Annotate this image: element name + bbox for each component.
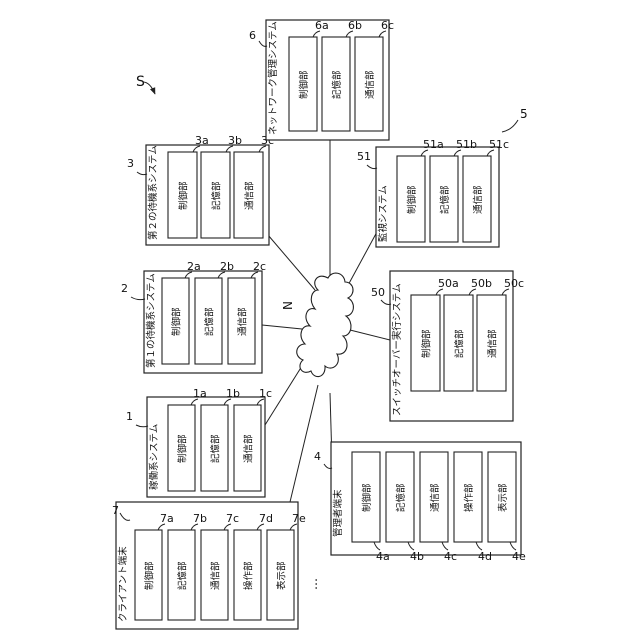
network-cloud: [297, 273, 354, 377]
unit-ref-2a: 2a: [187, 260, 201, 273]
system-client: クライアント端末 7 制御部 7a 記憶部 7b 通信部 7c 操作部 7d 表示部 7e: [112, 502, 306, 629]
system-title-admin: 管理者端末: [332, 489, 344, 537]
unit-ref-1b: 1b: [226, 387, 240, 400]
link-sb2: [268, 235, 315, 290]
unit-ref-7e: 7e: [292, 512, 306, 525]
unit-label-4b: 記憶部: [395, 483, 407, 512]
system-op: 稼働系システム 1 制御部 1a 記憶部 1b 通信部 1c: [126, 387, 272, 497]
unit-ref-6c: 6c: [381, 19, 394, 32]
unit-ref-1c: 1c: [259, 387, 272, 400]
system-sb1: 第１の待機系システム 2 制御部 2a 記憶部 2b 通信部 2c: [121, 260, 266, 373]
unit-label-4c: 通信部: [429, 483, 441, 512]
unit-ref-3a: 3a: [195, 134, 209, 147]
unit-label-51a: 制御部: [406, 185, 418, 214]
unit-ref-4a: 4a: [376, 550, 390, 563]
system-netmgmt: ネットワーク管理システム 6 制御部 6a 記憶部 6b 通信部 6c: [249, 19, 394, 140]
link-client: [290, 385, 318, 502]
unit-label-51c: 通信部: [472, 185, 484, 214]
unit-label-7d: 操作部: [243, 561, 255, 590]
system-title-sb2: 第２の待機系システム: [147, 145, 159, 240]
unit-ref-50a: 50a: [438, 277, 459, 290]
system-title-monitor: 監視システム: [377, 185, 389, 242]
ellipsis: …: [306, 578, 320, 590]
system-number-admin: 4: [314, 450, 321, 463]
system-title-client: クライアント端末: [117, 546, 129, 622]
unit-label-50b: 記憶部: [454, 329, 466, 358]
group-label: 5: [520, 107, 528, 121]
unit-ref-51c: 51c: [489, 138, 509, 151]
unit-label-1b: 記憶部: [210, 434, 222, 463]
system-title-switchover: スイッチオーバー実行システム: [391, 283, 403, 416]
unit-label-3c: 通信部: [244, 181, 256, 210]
unit-ref-4e: 4e: [512, 550, 526, 563]
unit-ref-7a: 7a: [160, 512, 174, 525]
unit-ref-2b: 2b: [220, 260, 234, 273]
unit-label-7e: 表示部: [276, 561, 288, 590]
system-number-switchover: 50: [371, 286, 385, 299]
unit-label-2b: 記憶部: [204, 307, 216, 336]
unit-label-50a: 制御部: [421, 329, 433, 358]
system-sb2: 第２の待機系システム3制御部3a記憶部3b通信部3c: [127, 134, 274, 245]
unit-label-7c: 通信部: [210, 561, 222, 590]
system-monitor: 監視システム 51 制御部 51a 記憶部 51b 通信部 51c: [357, 138, 509, 247]
unit-ref-51b: 51b: [456, 138, 477, 151]
unit-label-4d: 操作部: [463, 483, 475, 512]
unit-ref-4b: 4b: [410, 550, 424, 563]
system-number-leader-sb1: [131, 297, 145, 300]
network-label: N: [281, 301, 295, 310]
unit-ref-7b: 7b: [193, 512, 207, 525]
system-number-op: 1: [126, 410, 133, 423]
system-number-leader-op: [136, 425, 148, 427]
unit-label-1a: 制御部: [177, 434, 189, 463]
link-switchover: [350, 330, 390, 340]
unit-label-4e: 表示部: [497, 483, 509, 512]
system-title-op: 稼働系システム: [148, 424, 160, 490]
unit-ref-4d: 4d: [478, 550, 492, 563]
system-number-sb1: 2: [121, 282, 128, 295]
unit-label-6c: 通信部: [364, 70, 376, 99]
unit-label-7b: 記憶部: [177, 561, 189, 590]
unit-label-1c: 通信部: [243, 434, 255, 463]
unit-ref-3b: 3b: [228, 134, 242, 147]
unit-label-2a: 制御部: [171, 307, 183, 336]
unit-label-3a: 制御部: [178, 181, 190, 210]
unit-ref-50b: 50b: [471, 277, 492, 290]
unit-label-3b: 記憶部: [211, 181, 223, 210]
unit-label-2c: 通信部: [237, 307, 249, 336]
system-title-sb1: 第１の待機系システム: [145, 273, 157, 368]
unit-ref-2c: 2c: [253, 260, 266, 273]
unit-ref-6b: 6b: [348, 19, 362, 32]
system-title-netmgmt: ネットワーク管理システム: [267, 21, 279, 135]
system-number-monitor: 51: [357, 150, 371, 163]
unit-label-7a: 制御部: [144, 561, 156, 590]
unit-label-4a: 制御部: [361, 483, 373, 512]
unit-ref-7c: 7c: [226, 512, 239, 525]
unit-label-6b: 記憶部: [331, 70, 343, 99]
system-admin: 管理者端末 4 制御部 4a 記憶部 4b 通信部 4c 操作部 4d 表示部 4e: [314, 442, 526, 563]
unit-ref-4c: 4c: [444, 550, 457, 563]
unit-ref-1a: 1a: [193, 387, 207, 400]
unit-ref-6a: 6a: [315, 19, 329, 32]
group-label-leader: [502, 120, 518, 132]
unit-label-6a: 制御部: [298, 70, 310, 99]
unit-label-51b: 記憶部: [439, 185, 451, 214]
unit-label-50c: 通信部: [487, 329, 499, 358]
unit-ref-50c: 50c: [504, 277, 524, 290]
unit-ref-51a: 51a: [423, 138, 444, 151]
system-switchover: スイッチオーバー実行システム 50 制御部 50a 記憶部 50b 通信部 50c: [371, 271, 524, 421]
system-number-netmgmt: 6: [249, 29, 256, 42]
unit-ref-7d: 7d: [259, 512, 273, 525]
system-number-client: 7: [112, 504, 119, 517]
system-number-sb2: 3: [127, 157, 134, 170]
